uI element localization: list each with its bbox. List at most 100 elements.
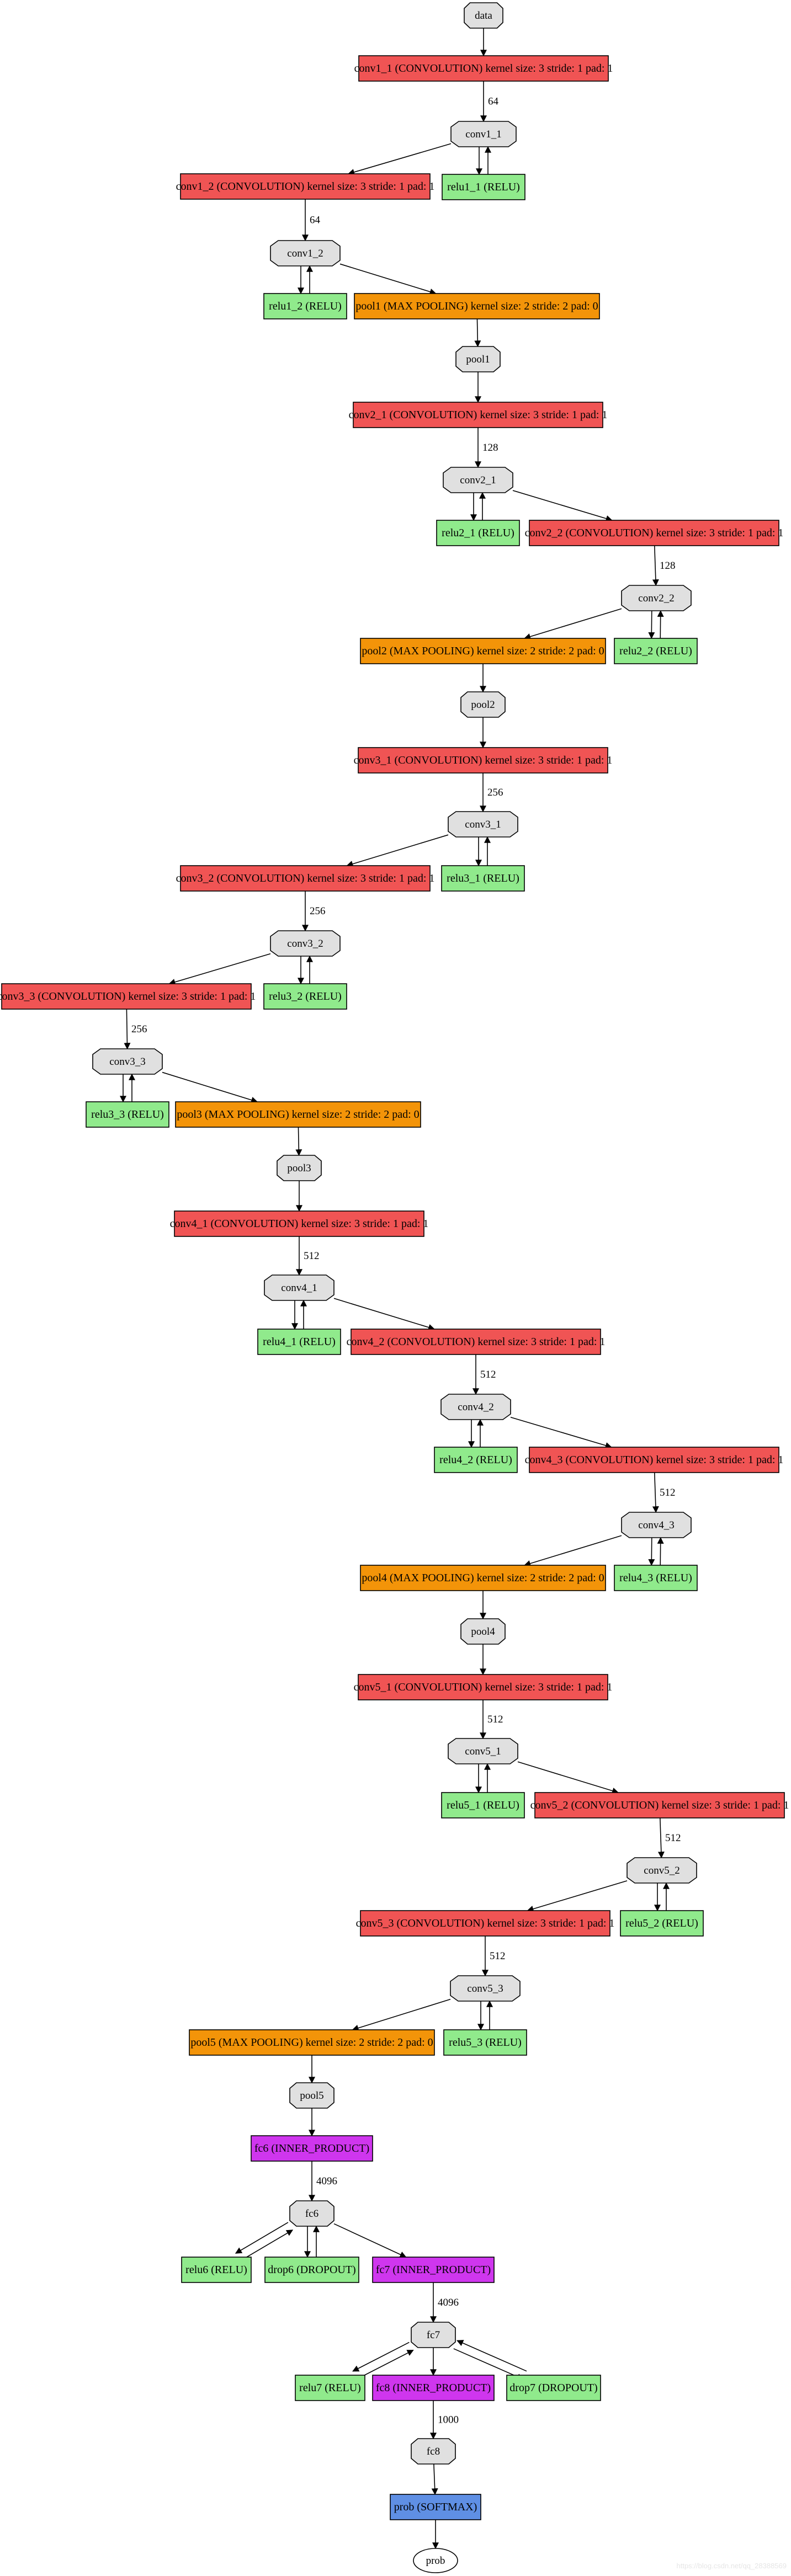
node-prob: prob — [413, 2548, 458, 2573]
node-conv2-2: conv2_2 — [621, 585, 692, 611]
node-label: conv4_1 (CONVOLUTION) kernel size: 3 str… — [170, 1218, 429, 1230]
blob-shape — [443, 467, 513, 493]
node-conv5-3: conv5_3 — [450, 1975, 521, 2002]
edge-fc7-to-relu7-down — [352, 2342, 410, 2372]
layer-box — [174, 1210, 424, 1237]
edge-fc6-to-fc7 — [333, 2223, 407, 2258]
node-label: fc6 — [305, 2208, 318, 2220]
blob-shape — [621, 1512, 692, 1538]
node-layer-relu6: relu6 (RELU) — [181, 2257, 252, 2283]
node-fc7: fc7 — [411, 2322, 456, 2348]
node-label: conv5_3 — [467, 1983, 503, 1994]
node-layer-conv4-2: conv4_2 (CONVOLUTION) kernel size: 3 str… — [347, 1329, 605, 1355]
node-fc8: fc8 — [411, 2438, 456, 2465]
blob-shape — [270, 240, 341, 266]
node-label: conv2_1 (CONVOLUTION) kernel size: 3 str… — [349, 409, 608, 421]
layer-box — [358, 747, 608, 774]
node-layer-conv3-3: conv3_3 (CONVOLUTION) kernel size: 3 str… — [0, 983, 256, 1010]
node-label: conv2_2 (CONVOLUTION) kernel size: 3 str… — [525, 527, 784, 539]
edge-label: 128 — [482, 442, 498, 454]
node-label: conv3_3 (CONVOLUTION) kernel size: 3 str… — [0, 990, 256, 1002]
blob-shape — [448, 1738, 518, 1764]
edge-fc7-to-drop7-down — [453, 2348, 524, 2380]
node-label: pool4 (MAX POOLING) kernel size: 2 strid… — [362, 1572, 604, 1584]
node-layer-conv5-1: conv5_1 (CONVOLUTION) kernel size: 3 str… — [354, 1674, 612, 1700]
layer-box — [351, 1329, 601, 1355]
edge-conv4_3-to-conv4_3 — [652, 1472, 659, 1513]
blob-shape — [460, 1618, 506, 1645]
layer-box — [180, 865, 431, 892]
node-layer-pool1: pool1 (MAX POOLING) kernel size: 2 strid… — [354, 293, 600, 319]
node-layer-relu2-1: relu2_1 (RELU) — [436, 520, 520, 546]
node-layer-pool2: pool2 (MAX POOLING) kernel size: 2 strid… — [360, 638, 606, 664]
node-label: conv4_2 — [458, 1401, 493, 1413]
layer-box — [506, 2375, 601, 2401]
node-label: relu3_3 (RELU) — [91, 1108, 164, 1121]
layer-box — [189, 2029, 435, 2056]
edge-conv2_2-to-pool2 — [524, 608, 622, 640]
node-pool1: pool1 — [455, 346, 501, 372]
layer-box — [358, 1674, 608, 1700]
edge-fc6-to-relu6-back — [240, 2230, 294, 2262]
edge-conv3_2-to-conv3_3 — [168, 953, 271, 985]
node-label: relu2_1 (RELU) — [442, 527, 514, 539]
layer-box — [353, 402, 603, 428]
layer-box — [620, 1910, 704, 1937]
node-layer-relu5-3: relu5_3 (RELU) — [443, 2029, 527, 2056]
node-label: conv5_1 — [465, 1746, 501, 1757]
node-label: conv5_2 (CONVOLUTION) kernel size: 3 str… — [530, 1799, 789, 1811]
node-label: conv4_1 — [281, 1282, 317, 1294]
blob-shape — [460, 691, 506, 718]
node-label: conv5_3 (CONVOLUTION) kernel size: 3 str… — [356, 1917, 615, 1929]
blob-shape — [440, 1394, 511, 1420]
node-layer-relu5-2: relu5_2 (RELU) — [620, 1910, 704, 1937]
edge-conv4_3-to-relu4_3-back — [657, 1537, 664, 1566]
edge-label: 512 — [480, 1369, 496, 1380]
blob-shape — [277, 1155, 322, 1181]
node-layer-conv2-2: conv2_2 (CONVOLUTION) kernel size: 3 str… — [525, 520, 784, 546]
layer-box — [534, 1792, 785, 1818]
node-label: relu6 (RELU) — [185, 2264, 247, 2276]
edge-label: 64 — [310, 215, 321, 226]
node-layer-fc8: fc8 (INNER_PRODUCT) — [372, 2375, 495, 2401]
node-conv3-3: conv3_3 — [92, 1048, 163, 1075]
node-layer-pool4: pool4 (MAX POOLING) kernel size: 2 strid… — [360, 1565, 606, 1591]
node-layer-conv5-2: conv5_2 (CONVOLUTION) kernel size: 3 str… — [530, 1792, 789, 1818]
node-label: data — [475, 10, 492, 22]
edge-fc8-to-prob — [431, 2463, 438, 2495]
edge-label: 512 — [304, 1250, 320, 1262]
node-layer-relu4-3: relu4_3 (RELU) — [614, 1565, 698, 1591]
layer-box — [614, 638, 698, 664]
edge-conv3_3-to-pool3 — [162, 1071, 258, 1103]
edge-conv4_3-to-pool4 — [524, 1535, 622, 1567]
node-layer-fc6: fc6 (INNER_PRODUCT) — [251, 2135, 373, 2162]
layer-box — [529, 520, 779, 546]
node-label: relu5_2 (RELU) — [625, 1917, 698, 1929]
node-layer-relu7: relu7 (RELU) — [295, 2375, 365, 2401]
node-data: data — [464, 2, 503, 29]
node-label: pool5 (MAX POOLING) kernel size: 2 strid… — [190, 2036, 433, 2049]
edge-conv2_2-to-relu2_2-back — [657, 610, 664, 639]
node-layer-relu1-1: relu1_1 (RELU) — [442, 174, 525, 200]
node-layer-relu5-1: relu5_1 (RELU) — [441, 1792, 525, 1818]
edge-conv5_1-to-conv5_2 — [517, 1761, 619, 1794]
edge-conv5_2-to-conv5_2 — [657, 1817, 665, 1859]
blob-shape — [92, 1048, 163, 1075]
layer-box — [360, 1565, 606, 1591]
node-layer-relu3-2: relu3_2 (RELU) — [263, 983, 347, 1010]
node-fc6: fc6 — [289, 2200, 335, 2227]
node-layer-fc7: fc7 (INNER_PRODUCT) — [372, 2257, 495, 2283]
node-label: conv3_1 (CONVOLUTION) kernel size: 3 str… — [354, 754, 613, 766]
node-label: conv3_3 — [109, 1056, 145, 1068]
node-label: pool1 (MAX POOLING) kernel size: 2 strid… — [355, 300, 598, 312]
node-label: relu2_2 (RELU) — [619, 645, 692, 657]
edge-fc6-to-relu6-down — [235, 2222, 289, 2254]
edge-label: 4096 — [438, 2297, 459, 2308]
blob-shape — [411, 2438, 456, 2465]
node-pool2: pool2 — [460, 691, 506, 718]
node-conv5-2: conv5_2 — [627, 1857, 697, 1884]
blob-shape — [621, 585, 692, 611]
layer-box — [86, 1101, 169, 1128]
node-label: fc8 — [427, 2446, 440, 2457]
